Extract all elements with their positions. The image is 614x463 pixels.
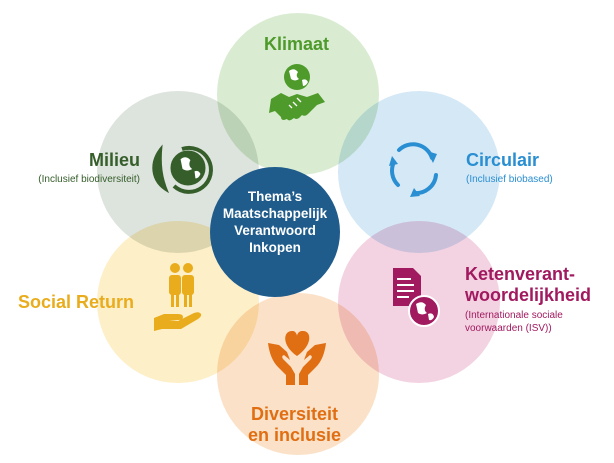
people-hand-icon	[154, 263, 202, 331]
document-globe-icon	[393, 268, 440, 327]
theme-subtitle-keten-1: (Internationale sociale	[465, 310, 563, 321]
leaf-globe-icon	[152, 144, 213, 194]
label-ketenverantwoordelijkheid: Ketenverant- woordelijkheid (Internation…	[465, 264, 591, 335]
petal-klimaat	[217, 13, 379, 175]
globe-handshake-icon	[269, 64, 325, 121]
center-line-2: Maatschappelijk	[222, 206, 328, 221]
center-title: Thema’s Maatschappelijk Verantwoord Inko…	[220, 188, 330, 256]
center-line-1: Thema’s	[247, 189, 303, 204]
theme-subtitle-keten-2: voorwaarden (ISV))	[465, 323, 552, 334]
theme-title-keten-2: woordelijkheid	[465, 285, 592, 305]
label-klimaat: Klimaat	[264, 34, 329, 55]
theme-title-milieu: Milieu	[88, 150, 140, 170]
label-circulair: Circulair (Inclusief biobased)	[466, 150, 553, 186]
petal-diversiteit	[217, 293, 379, 455]
theme-subtitle-circulair: (Inclusief biobased)	[466, 174, 553, 185]
label-social-return: Social Return	[18, 292, 134, 313]
center-line-4: Inkopen	[249, 240, 301, 255]
theme-title-social-return: Social Return	[18, 292, 135, 312]
center-line-3: Verantwoord	[234, 223, 316, 238]
theme-title-keten-1: Ketenverant-	[465, 264, 576, 284]
petal-circulair	[338, 91, 500, 253]
theme-title-diversiteit-2: en inclusie	[248, 425, 342, 445]
label-diversiteit: Diversiteit en inclusie	[248, 404, 341, 446]
label-milieu: Milieu (Inclusief biodiversiteit)	[32, 150, 140, 186]
theme-subtitle-milieu: (Inclusief biodiversiteit)	[38, 174, 140, 185]
theme-title-diversiteit-1: Diversiteit	[251, 404, 339, 424]
recycle-arrowheads	[389, 151, 437, 197]
hands-heart-icon	[268, 330, 326, 385]
theme-title-circulair: Circulair	[466, 150, 540, 170]
center-circle	[210, 167, 340, 297]
theme-title-klimaat: Klimaat	[264, 34, 330, 54]
